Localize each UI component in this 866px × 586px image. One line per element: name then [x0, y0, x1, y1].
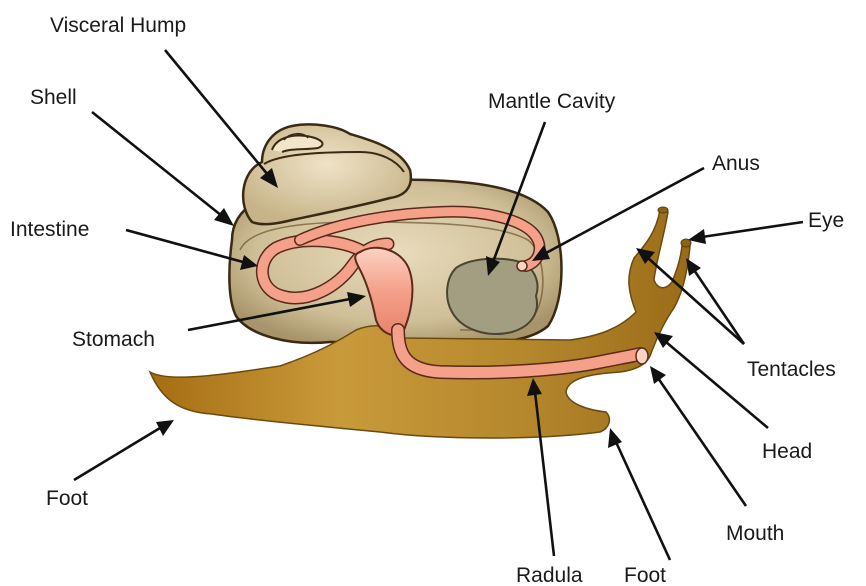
shell-leader [92, 112, 222, 216]
mouth-arrowhead [650, 366, 666, 384]
label-anus: Anus [712, 152, 760, 175]
label-mantle-cavity: Mantle Cavity [488, 90, 616, 113]
foot-bottom-leader [616, 442, 670, 560]
anus-leader [546, 168, 704, 253]
foot-left-leader [74, 428, 160, 480]
label-shell: Shell [30, 86, 77, 109]
label-head: Head [762, 440, 812, 463]
label-eye: Eye [808, 209, 844, 232]
label-tentacles: Tentacles [747, 358, 836, 381]
foot-bottom-arrowhead [608, 428, 622, 448]
eye-leader [702, 222, 803, 237]
label-foot-bottom: Foot [624, 564, 666, 586]
label-stomach: Stomach [72, 328, 155, 351]
visceral-hump-leader [165, 50, 268, 175]
label-radula: Radula [516, 564, 583, 586]
label-intestine: Intestine [10, 218, 89, 241]
intestine-leader [126, 230, 243, 262]
head-leader [666, 342, 768, 428]
label-mouth: Mouth [726, 522, 784, 545]
label-foot-left: Foot [46, 487, 88, 510]
tentacles-arrowhead-2 [686, 258, 701, 276]
label-visceral-hump: Visceral Hump [50, 14, 186, 37]
